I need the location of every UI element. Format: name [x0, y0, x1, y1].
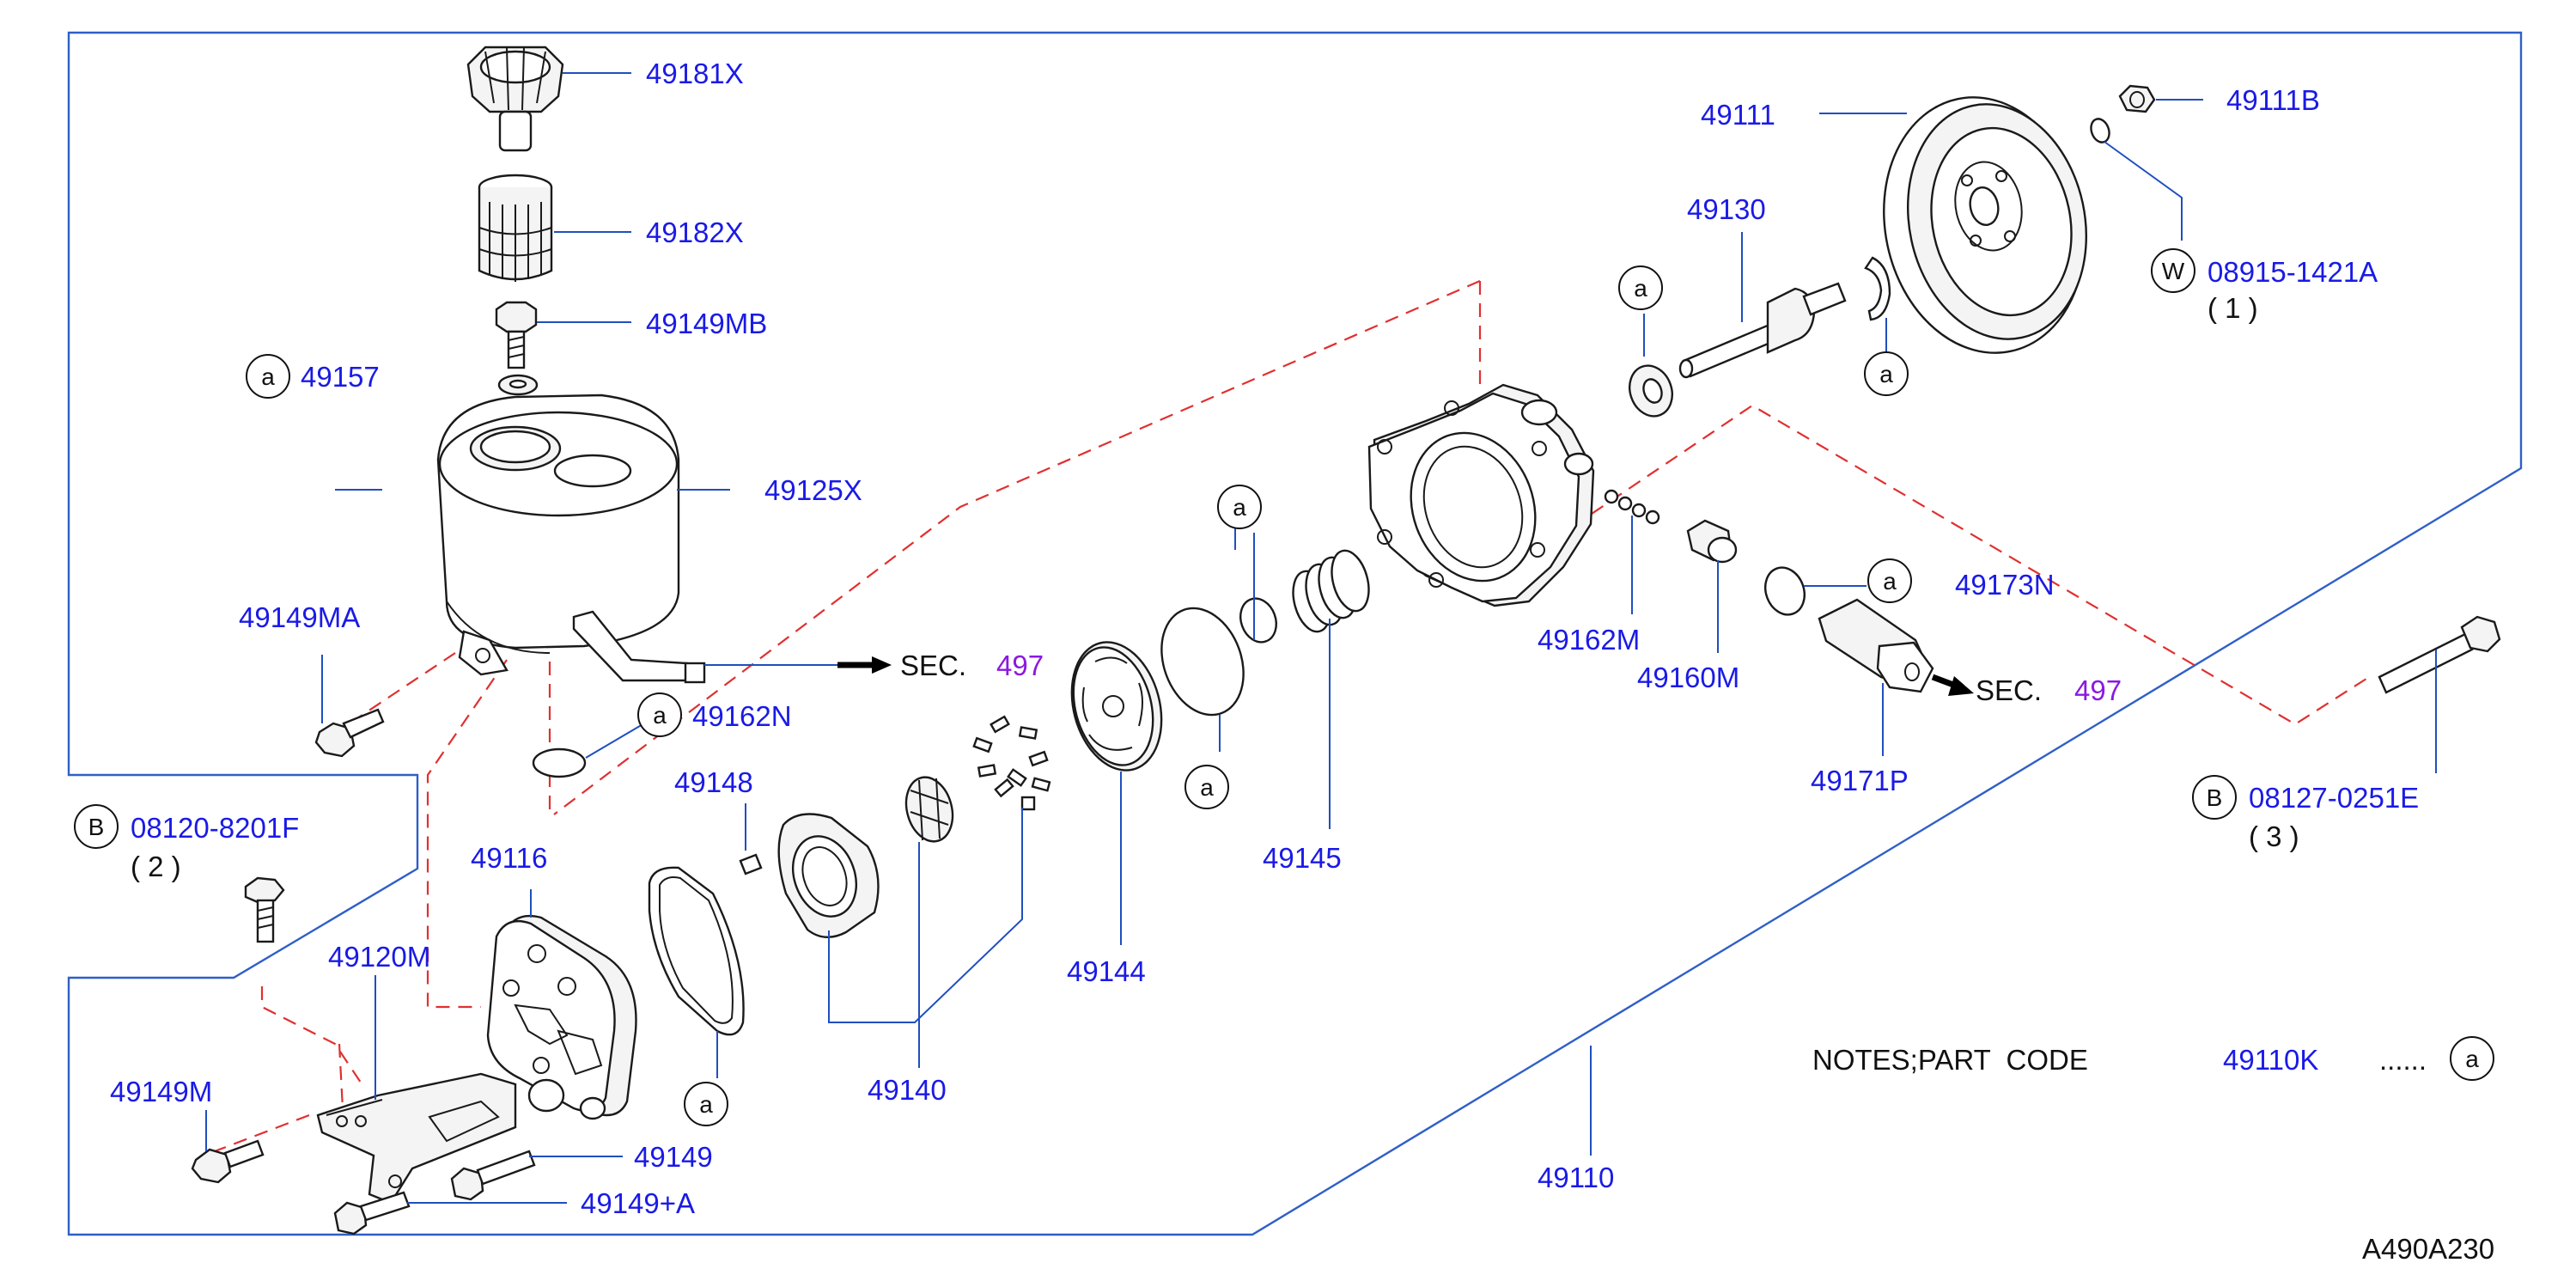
circle-a-4: a [1200, 774, 1214, 801]
sec-arrow-2 [1931, 674, 1974, 696]
label-08120-qty: ( 2 ) [131, 851, 181, 882]
notes-dots: ...... [2379, 1044, 2427, 1076]
label-08127-0251e: 08127-0251E [2249, 782, 2419, 814]
label-49111b: 49111B [2226, 84, 2320, 116]
label-49157: 49157 [301, 361, 380, 393]
bolt-49149m-part [191, 1139, 265, 1184]
circle-a-2: a [653, 702, 667, 729]
label-08127-qty: ( 3 ) [2249, 821, 2299, 852]
label-49160m: 49160M [1637, 662, 1739, 693]
o-ring-49173n-part [1764, 566, 1806, 616]
bracket-49120m-part [316, 1072, 517, 1205]
pin-49148-part [739, 853, 763, 875]
cam-ring-part [777, 813, 880, 938]
label-49145: 49145 [1263, 842, 1342, 874]
label-49120m: 49120M [328, 941, 430, 973]
assembly-frame [67, 31, 2523, 1236]
circle-a-8: a [1883, 568, 1897, 595]
circle-a-3: a [699, 1091, 713, 1118]
label-08120-8201f: 08120-8201F [131, 812, 299, 844]
label-49149: 49149 [634, 1141, 713, 1173]
label-49110: 49110 [1538, 1162, 1614, 1193]
label-49182x: 49182X [646, 217, 744, 248]
spring-49145-part [1292, 549, 1370, 633]
sec-number-2: 497 [2074, 674, 2122, 706]
circle-markers: a a a a a a a a a B B W [74, 248, 2494, 1126]
bolt-08120-part [244, 876, 285, 943]
o-ring-49162n-part [532, 747, 587, 778]
large-o-ring-part [1160, 607, 1245, 717]
label-49171p: 49171P [1811, 765, 1909, 796]
label-49162m: 49162M [1538, 624, 1640, 656]
circle-b-2: B [2207, 784, 2223, 811]
washer-part [2090, 118, 2110, 143]
label-49149a: 49149+A [581, 1187, 695, 1219]
label-49140: 49140 [868, 1074, 947, 1106]
label-08915-qty: ( 1 ) [2208, 292, 2258, 324]
notes-code: 49110K [2223, 1044, 2318, 1076]
sec-number-1: 497 [996, 650, 1044, 681]
sec-label-1: SEC. [900, 650, 966, 681]
circle-a-5: a [1233, 494, 1246, 521]
reservoir-cap-part [466, 46, 564, 152]
reservoir-filter-part [478, 174, 553, 282]
label-49181x: 49181X [646, 58, 744, 89]
rear-housing-part [486, 914, 637, 1120]
diagram-id: A490A230 [2362, 1233, 2494, 1265]
pressure-plate-part [1070, 641, 1163, 772]
check-valve-part [1604, 489, 1660, 525]
label-49149mb: 49149MB [646, 308, 767, 339]
oil-seal-part [1629, 364, 1673, 418]
seal-49157-part [497, 374, 539, 396]
circle-w: W [2162, 258, 2185, 284]
label-49149ma: 49149MA [239, 601, 360, 633]
part-labels: 49181X 49182X 49149MB 49157 49125X 49149… [110, 58, 2419, 1219]
bolt-49149-part [450, 1150, 536, 1201]
label-49148: 49148 [674, 766, 753, 798]
sec-label-2: SEC. [1976, 674, 2042, 706]
circle-a-6: a [1634, 275, 1647, 302]
circle-a-notes: a [2465, 1046, 2479, 1072]
label-49111: 49111 [1701, 99, 1775, 131]
label-49125x: 49125X [764, 474, 862, 506]
small-o-ring-part [1239, 597, 1277, 644]
leader-lines [205, 72, 2437, 1204]
bolt-49149a-part [333, 1191, 411, 1235]
circle-a-1: a [261, 363, 275, 390]
sec-arrow-1 [837, 656, 892, 674]
vanes-part [972, 715, 1051, 811]
bolt-08127-part [2378, 615, 2501, 694]
bolt-49149mb-part [495, 301, 538, 369]
shaft-49130-part [1678, 282, 1847, 379]
rotor-part [904, 776, 954, 843]
connector-49171p-part [1818, 598, 1934, 693]
label-49173n: 49173N [1955, 569, 2055, 601]
notes-text: NOTES;PART CODE [1812, 1044, 2088, 1076]
label-49162n: 49162N [692, 700, 792, 732]
label-49149m: 49149M [110, 1076, 212, 1107]
reservoir-tank-part [436, 393, 706, 684]
nut-49111b-part [2118, 84, 2156, 113]
label-08915-1421a: 08915-1421A [2208, 256, 2378, 288]
front-housing-part [1367, 383, 1595, 607]
pulley-49111-part [1883, 96, 2088, 354]
circle-b-1: B [88, 814, 105, 840]
snap-ring-part [1864, 256, 1891, 321]
bolt-49149ma-part [314, 708, 385, 758]
label-49130: 49130 [1687, 193, 1766, 225]
flow-valve-part [1686, 519, 1738, 564]
circle-a-7: a [1879, 361, 1893, 387]
gasket-part [648, 866, 745, 1036]
label-49116: 49116 [471, 842, 547, 874]
label-49144: 49144 [1067, 955, 1146, 987]
